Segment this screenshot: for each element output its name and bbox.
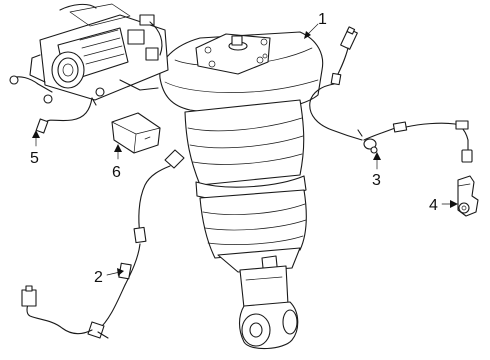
callout-3: 3 <box>372 152 381 189</box>
sensor-4 <box>457 175 479 217</box>
callout-6-label: 6 <box>112 164 121 181</box>
callout-2: 2 <box>94 268 124 286</box>
callout-6: 6 <box>112 144 122 181</box>
callout-1: 1 <box>304 11 327 39</box>
height-sensor-harness-2 <box>21 149 185 339</box>
callout-4-label: 4 <box>429 197 438 214</box>
callout-5-label: 5 <box>30 150 39 167</box>
callout-1-label: 1 <box>318 11 327 28</box>
air-compressor <box>9 3 169 104</box>
callout-5: 5 <box>30 130 40 167</box>
air-spring-assembly <box>159 31 324 350</box>
wiring-harness-5 <box>35 97 97 134</box>
callout-4: 4 <box>429 197 458 214</box>
control-module-6 <box>111 112 161 154</box>
wiring-harness-3 <box>309 26 473 163</box>
callout-2-label: 2 <box>94 269 103 286</box>
callout-3-label: 3 <box>372 172 381 189</box>
